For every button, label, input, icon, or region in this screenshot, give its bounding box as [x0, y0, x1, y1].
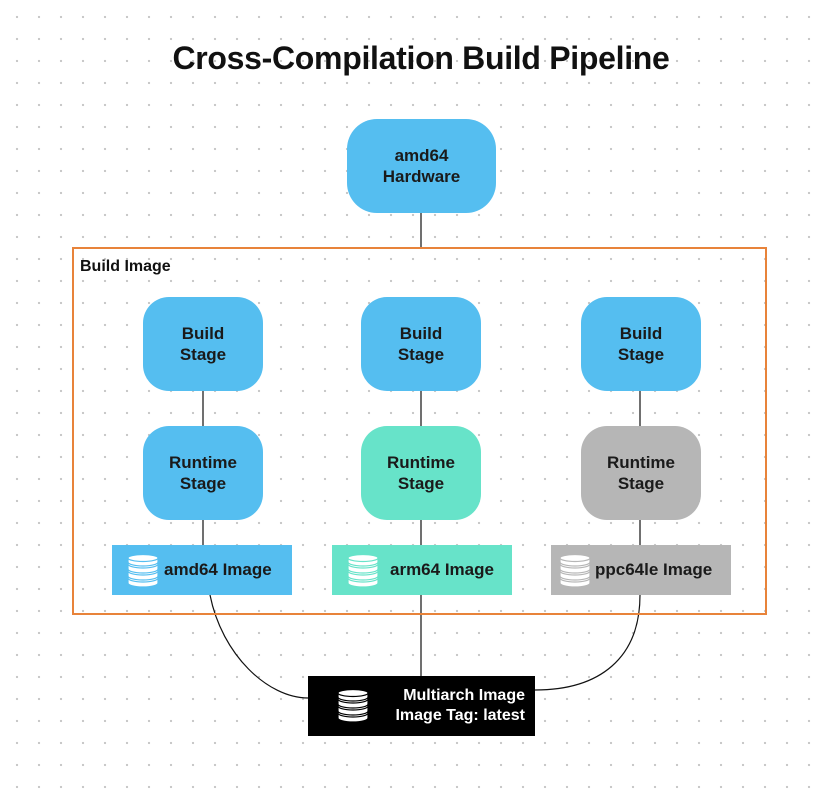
hardware-label-line2: Hardware — [382, 167, 461, 186]
runtime-stage-amd64[interactable]: Runtime Stage — [143, 426, 263, 520]
database-icon — [347, 554, 379, 588]
build-image-group-label: Build Image — [80, 258, 171, 275]
build-stage-label-line1: Build — [181, 324, 225, 343]
hardware-label-line1: amd64 — [394, 146, 449, 165]
connector-ppc64le-to-multiarch — [534, 594, 641, 691]
database-icon — [337, 689, 369, 723]
runtime-stage-label-line1: Runtime — [169, 453, 237, 472]
ppc64le-image-node[interactable]: ppc64le Image — [551, 545, 731, 595]
amd64-image-node[interactable]: amd64 Image — [112, 545, 292, 595]
multiarch-image-tag: Image Tag: latest — [395, 707, 525, 724]
runtime-stage-label-line2: Stage — [179, 474, 227, 493]
multiarch-image-label: Multiarch Image — [403, 687, 525, 704]
runtime-stage-label-line2: Stage — [617, 474, 665, 493]
build-stage-amd64[interactable]: Build Stage — [143, 297, 263, 391]
build-stage-label-line2: Stage — [617, 345, 665, 364]
database-icon — [559, 554, 591, 588]
build-stage-arm64[interactable]: Build Stage — [361, 297, 481, 391]
runtime-stage-arm64[interactable]: Runtime Stage — [361, 426, 481, 520]
arm64-image-label: arm64 Image — [390, 560, 494, 579]
build-stage-label-line2: Stage — [397, 345, 445, 364]
arm64-image-node[interactable]: arm64 Image — [332, 545, 512, 595]
amd64-hardware-node[interactable]: amd64 Hardware — [347, 119, 496, 213]
build-stage-label-line1: Build — [399, 324, 443, 343]
build-stage-ppc64le[interactable]: Build Stage — [581, 297, 701, 391]
diagram-title: Cross-Compilation Build Pipeline — [172, 40, 670, 76]
runtime-stage-label-line2: Stage — [397, 474, 445, 493]
database-icon — [127, 554, 159, 588]
build-stage-label-line1: Build — [619, 324, 663, 343]
build-stage-label-line2: Stage — [179, 345, 227, 364]
ppc64le-image-label: ppc64le Image — [595, 560, 713, 579]
runtime-stage-label-line1: Runtime — [387, 453, 455, 472]
build-image-group — [72, 247, 767, 615]
multiarch-image-node[interactable]: Multiarch Image Image Tag: latest — [308, 676, 535, 736]
runtime-stage-label-line1: Runtime — [607, 453, 675, 472]
amd64-image-label: amd64 Image — [164, 560, 272, 579]
runtime-stage-ppc64le[interactable]: Runtime Stage — [581, 426, 701, 520]
